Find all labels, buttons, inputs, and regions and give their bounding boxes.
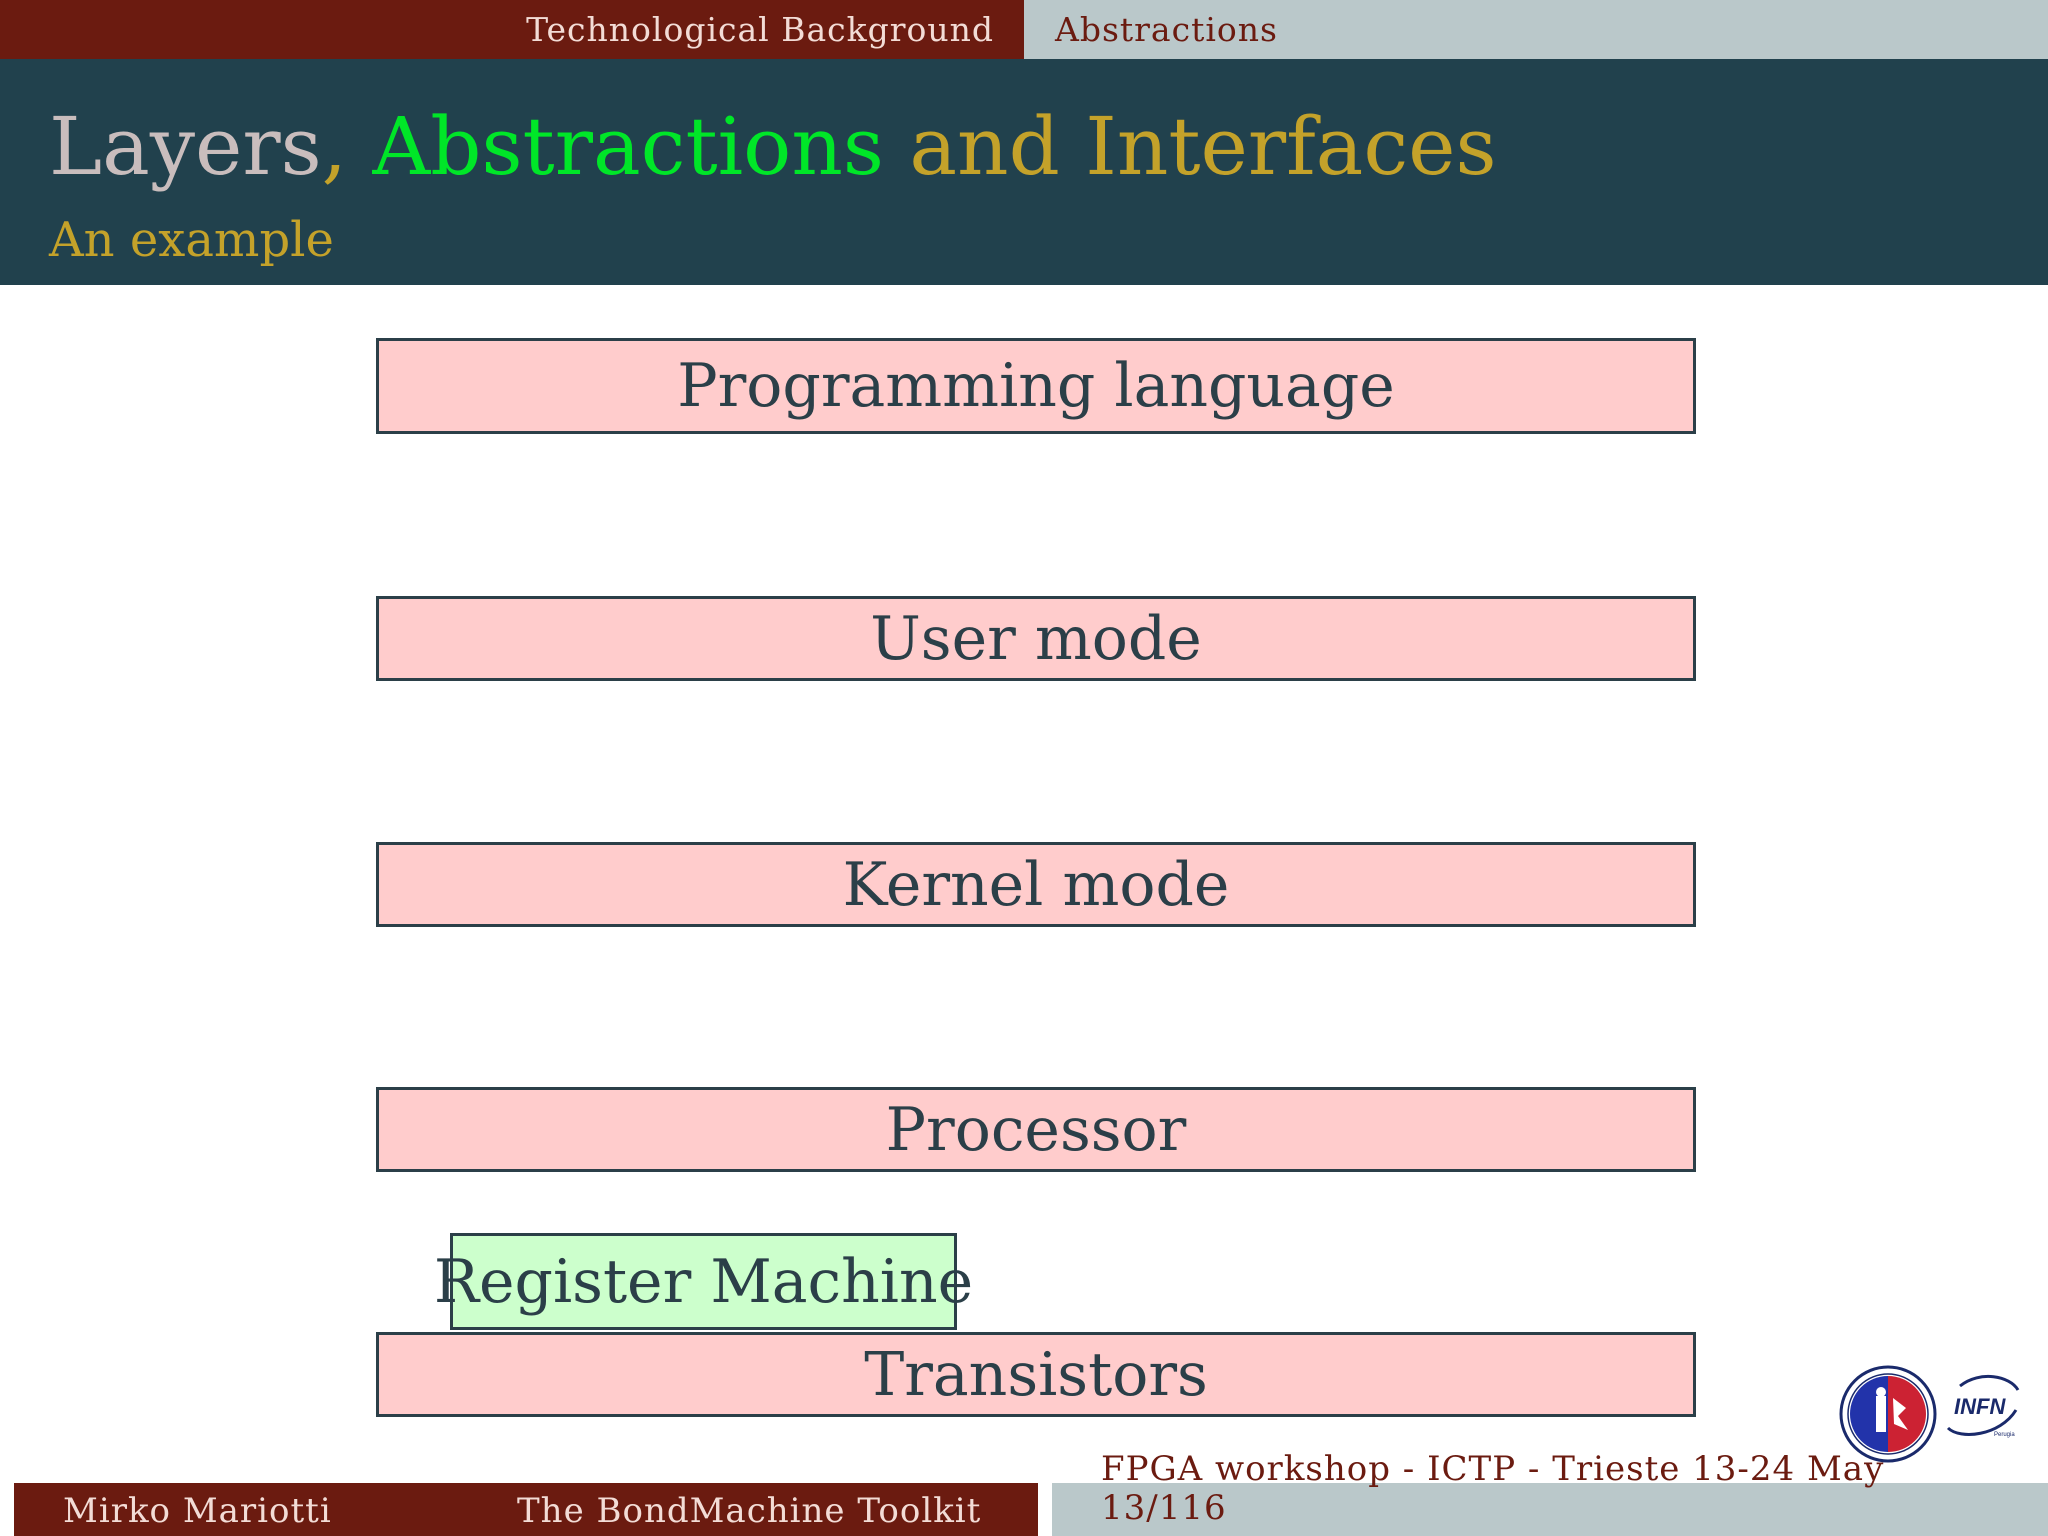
- title-part-layers: Layers: [49, 100, 322, 193]
- title-part-abstractions: Abstractions: [372, 100, 884, 193]
- nav-section-link[interactable]: Technological Background: [0, 0, 1024, 59]
- footer-page-number: 13/116: [1101, 1488, 1227, 1528]
- layer-programming-language: Programming language: [376, 338, 1696, 434]
- footer-bar: Mirko Mariotti The BondMachine Toolkit F…: [0, 1450, 2048, 1536]
- footer-left: Mirko Mariotti The BondMachine Toolkit: [14, 1483, 1038, 1536]
- infn-logo-subtext: Perugia: [1994, 1432, 2015, 1438]
- layer-user-mode: User mode: [376, 596, 1696, 681]
- infn-logo-text: INFN: [1954, 1394, 2006, 1419]
- infn-logo: INFN Perugia: [1946, 1374, 2020, 1438]
- nav-subsection-label: Abstractions: [1055, 10, 1278, 49]
- title-comma: ,: [321, 100, 373, 193]
- slide-subtitle: An example: [49, 212, 334, 268]
- footer-event-info: FPGA workshop - ICTP - Trieste 13-24 May…: [1101, 1450, 1884, 1528]
- footer-author: Mirko Mariotti: [63, 1491, 332, 1531]
- footer-right: [1052, 1483, 2048, 1536]
- layer-transistors: Transistors: [376, 1332, 1696, 1417]
- title-band: Layers, Abstractions and Interfaces An e…: [0, 59, 2048, 285]
- top-navigation-bar: Technological Background Abstractions: [0, 0, 2048, 59]
- layer-kernel-mode: Kernel mode: [376, 842, 1696, 927]
- title-part-interfaces: and Interfaces: [883, 100, 1497, 193]
- footer-event: FPGA workshop - ICTP - Trieste 13-24 May: [1101, 1449, 1885, 1489]
- register-machine-box: Register Machine: [434, 1233, 973, 1330]
- layer-processor: Processor: [376, 1087, 1696, 1172]
- nav-subsection-link[interactable]: Abstractions: [1024, 0, 2048, 59]
- footer-talk-title: The BondMachine Toolkit: [517, 1491, 982, 1531]
- university-seal-logo: [1839, 1365, 1937, 1463]
- slide-title: Layers, Abstractions and Interfaces: [49, 107, 1497, 187]
- nav-section-label: Technological Background: [526, 10, 994, 49]
